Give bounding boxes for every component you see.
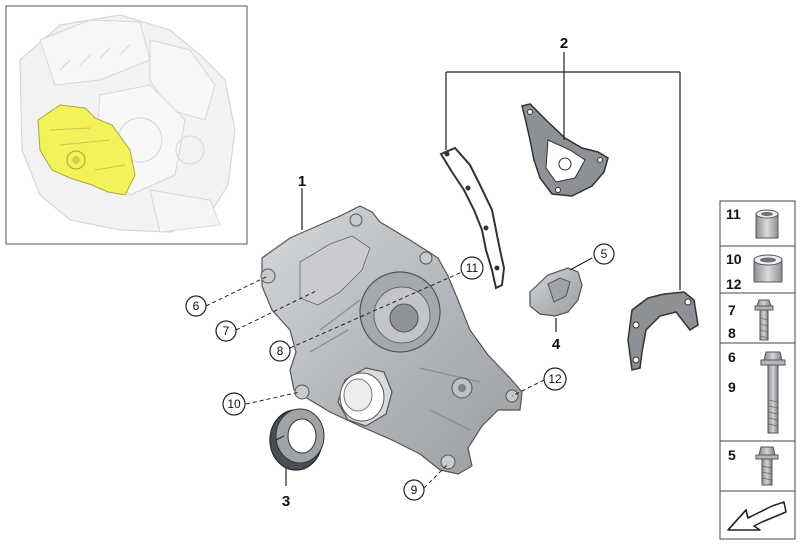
vanos-gasket[interactable] (521, 103, 609, 197)
timing-cover-highlight (37, 104, 136, 196)
legend-row-8-bottom: 8 (728, 325, 736, 341)
callout-6-label: 6 (193, 299, 200, 313)
sleeve-bushing-icon (755, 209, 779, 239)
callout-7-label: 7 (223, 324, 230, 338)
short-bolt-icon (755, 446, 779, 486)
timing-case-cover[interactable] (260, 188, 523, 475)
callout-8[interactable]: 8 (269, 340, 291, 362)
legend-nav-row[interactable] (719, 490, 796, 540)
callout-12-label: 12 (548, 372, 562, 386)
callout-6[interactable]: 6 (185, 295, 207, 317)
callout-12[interactable]: 12 (543, 367, 567, 391)
callout-5[interactable]: 5 (593, 243, 615, 265)
legend-row-6-top: 6 (728, 349, 736, 365)
legend-row-10-top: 10 (726, 251, 742, 267)
arrow-navigation-icon[interactable] (727, 501, 787, 531)
bracket-gasket[interactable] (627, 291, 699, 371)
callout-11-label: 11 (466, 261, 479, 275)
callout-10-label: 10 (227, 397, 241, 411)
wide-sleeve-icon (753, 254, 783, 283)
part-2-leader (445, 52, 681, 290)
callout-7[interactable]: 7 (215, 320, 237, 342)
flange-bolt-icon (760, 351, 786, 434)
part-label-1[interactable]: 1 (298, 173, 306, 190)
guide-rail-part[interactable] (529, 267, 583, 332)
callout-leaders (205, 257, 593, 489)
upper-timing-gasket[interactable] (439, 146, 506, 290)
callout-9-label: 9 (411, 483, 418, 497)
legend-row-9-bottom: 9 (728, 379, 736, 395)
hardware-legend: 11 10 12 7 8 (719, 200, 796, 540)
part-label-2[interactable]: 2 (560, 35, 568, 52)
callout-10[interactable]: 10 (222, 392, 246, 416)
callout-11[interactable]: 11 (460, 256, 484, 280)
part-label-3[interactable]: 3 (282, 493, 290, 510)
legend-row-11-top: 11 (726, 206, 741, 222)
shaft-seal-ring[interactable] (269, 408, 325, 486)
callout-5-label: 5 (601, 247, 608, 261)
long-bolt-icon (754, 299, 774, 341)
callout-9[interactable]: 9 (403, 479, 425, 501)
engine-overview-inset[interactable] (5, 5, 248, 245)
legend-row-7-top: 7 (728, 302, 736, 318)
legend-row-5[interactable]: 5 (719, 440, 796, 492)
legend-row-12-bottom: 12 (726, 276, 742, 292)
legend-row-5-top: 5 (728, 447, 736, 463)
part-label-4[interactable]: 4 (552, 336, 561, 353)
callout-8-label: 8 (277, 344, 284, 358)
